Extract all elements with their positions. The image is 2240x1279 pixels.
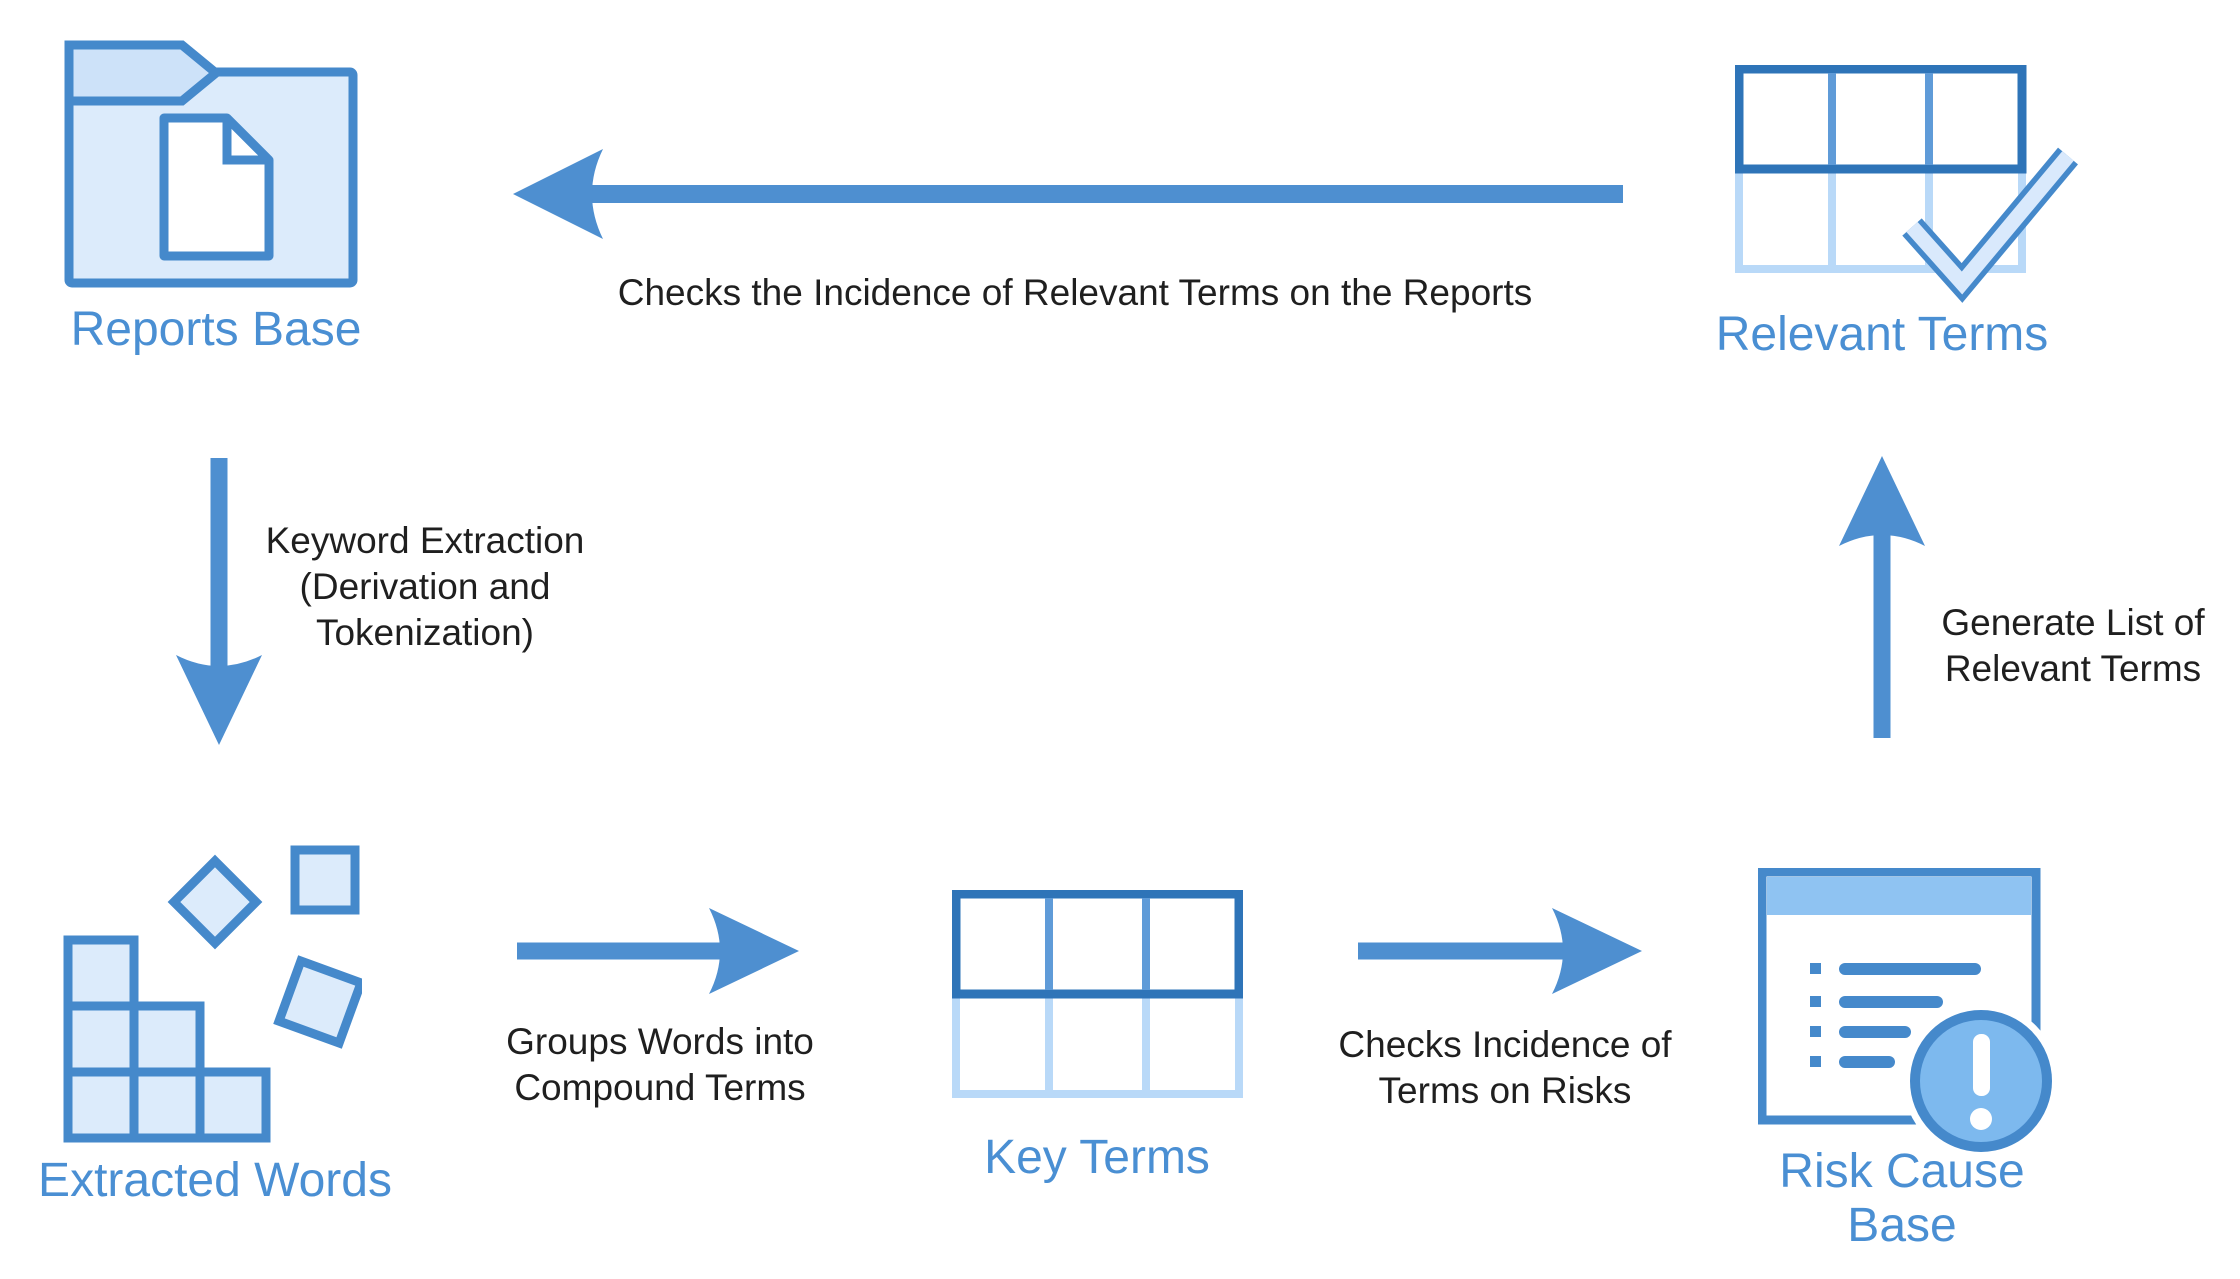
edge-label-generate-list: Generate List of Relevant Terms	[1873, 600, 2240, 692]
edge-label-line: Checks Incidence of	[1338, 1024, 1672, 1065]
node-label-extracted-words: Extracted Words	[38, 1154, 392, 1207]
edge-label-line: Compound Terms	[514, 1067, 806, 1108]
bulleted-list-icon	[1810, 963, 1981, 1068]
arrow-relevant-to-reports	[513, 149, 1623, 239]
arrow-reports-to-extracted	[176, 458, 262, 745]
scattered-squares-icon	[63, 845, 362, 1143]
node-label-line: Risk Cause	[1779, 1145, 2025, 1198]
arrow-risk-to-relevant	[1839, 456, 1925, 738]
node-label-risk-cause-base: Risk Cause Base	[1702, 1145, 2102, 1253]
window-list-alert-icon	[1758, 868, 2058, 1159]
node-label-reports-base: Reports Base	[70, 303, 362, 356]
edge-label-line: Relevant Terms	[1944, 648, 2202, 689]
node-label-relevant-terms: Relevant Terms	[1715, 308, 2049, 361]
edge-label-line: Terms on Risks	[1378, 1070, 1632, 1111]
edge-label-line: (Derivation and	[299, 566, 551, 607]
folder-document-icon	[64, 40, 358, 288]
node-label-key-terms: Key Terms	[984, 1131, 1210, 1184]
edge-label-checks-reports: Checks the Incidence of Relevant Terms o…	[617, 272, 1533, 313]
arrow-key-to-risk	[1358, 908, 1642, 994]
arrow-extracted-to-key	[517, 908, 799, 994]
edge-label-keyword-extraction: Keyword Extraction (Derivation and Token…	[225, 518, 625, 656]
node-label-line: Base	[1847, 1199, 1957, 1252]
table-checkmark-icon	[1735, 65, 2078, 303]
edge-label-line: Tokenization)	[315, 612, 534, 653]
edge-label-line: Generate List of	[1941, 602, 2205, 643]
edge-label-groups-words: Groups Words into Compound Terms	[460, 1019, 860, 1111]
table-icon	[952, 890, 1243, 1098]
alert-circle-icon	[1903, 1003, 2058, 1159]
edge-label-checks-risks: Checks Incidence of Terms on Risks	[1305, 1022, 1705, 1114]
edge-label-line: Groups Words into	[506, 1021, 814, 1062]
checkmark-icon	[1902, 147, 2078, 303]
edge-label-line: Keyword Extraction	[265, 520, 585, 561]
